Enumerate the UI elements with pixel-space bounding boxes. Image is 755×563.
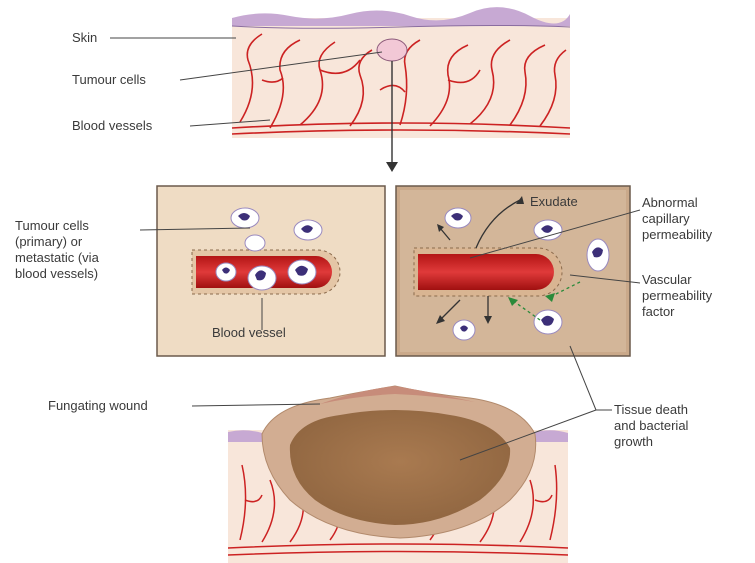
- label-tissue-death: Tissue death and bacterial growth: [614, 402, 688, 450]
- label-blood-vessels: Blood vessels: [72, 118, 152, 134]
- label-tumour-cells: Tumour cells: [72, 72, 146, 88]
- label-skin: Skin: [72, 30, 97, 46]
- label-exudate: Exudate: [530, 194, 578, 210]
- label-fungating-wound: Fungating wound: [48, 398, 148, 414]
- top-skin-layer: [232, 7, 570, 26]
- top-skin-section: [232, 7, 570, 138]
- right-panel: [396, 186, 630, 356]
- right-vessel: [414, 248, 562, 296]
- label-vascular-permeability: Vascular permeability factor: [642, 272, 712, 320]
- label-abnormal-capillary: Abnormal capillary permeability: [642, 195, 712, 243]
- label-blood-vessel: Blood vessel: [212, 325, 286, 341]
- down-arrow-head: [386, 162, 398, 172]
- tumour-cells-mass: [377, 39, 407, 61]
- label-tumour-cells-primary: Tumour cells (primary) or metastatic (vi…: [15, 218, 99, 282]
- bottom-wound-section: [228, 386, 568, 563]
